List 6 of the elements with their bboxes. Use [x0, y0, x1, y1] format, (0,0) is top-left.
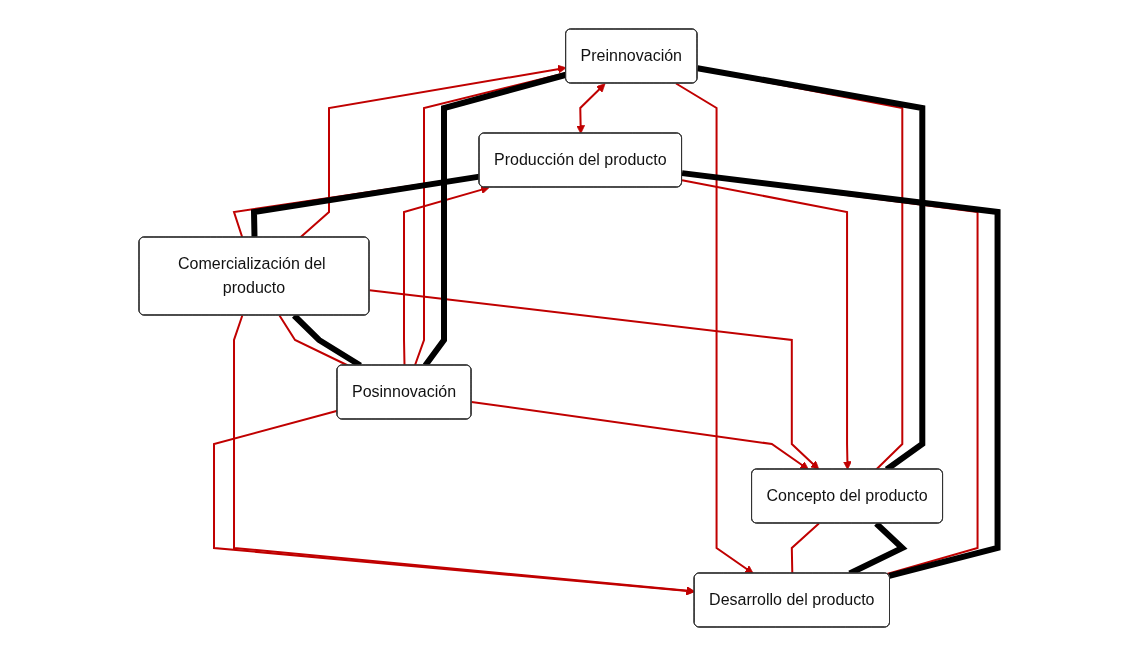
arrow	[675, 82, 754, 574]
arrow	[368, 289, 820, 470]
arrow	[470, 400, 810, 470]
arrow	[681, 179, 852, 470]
arrow	[233, 314, 696, 595]
arrow	[576, 83, 606, 134]
